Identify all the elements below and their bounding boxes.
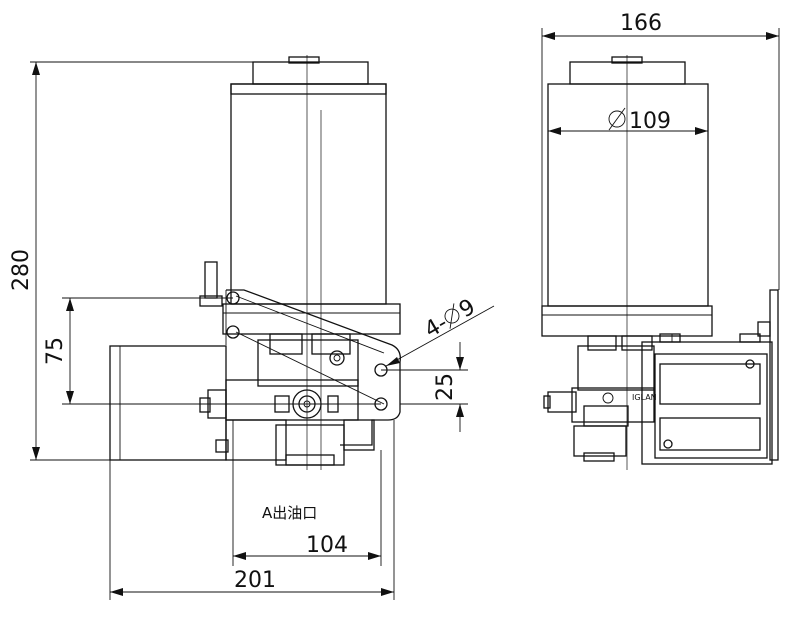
dim-201: 201	[234, 568, 276, 593]
side-motor-box	[641, 333, 773, 465]
front-view	[109, 55, 401, 470]
front-motor	[109, 345, 227, 461]
dim-4-phi-9-prefix: 4-	[421, 311, 452, 344]
dim-166: 166	[620, 11, 662, 36]
front-breather-tube	[199, 261, 223, 307]
side-view: 109 166	[541, 11, 780, 470]
front-reservoir-cap	[230, 56, 387, 95]
front-reservoir-base	[222, 303, 401, 335]
dim-104: 104	[306, 533, 348, 558]
front-dimensions: 280 75 25 4- 9 104	[9, 61, 495, 600]
side-pump-body	[543, 335, 655, 462]
side-reservoir	[547, 83, 709, 307]
outlet-a-label: A出油口	[262, 504, 317, 522]
dim-75: 75	[43, 337, 68, 365]
dim-25: 25	[433, 373, 458, 401]
nameplate-text: IGLAN	[632, 393, 657, 402]
side-reservoir-cap	[569, 56, 686, 85]
dim-phi-109: 109	[629, 109, 671, 134]
dim-280: 280	[9, 249, 34, 291]
front-reservoir	[230, 83, 387, 305]
side-mounting-bracket	[757, 289, 779, 461]
